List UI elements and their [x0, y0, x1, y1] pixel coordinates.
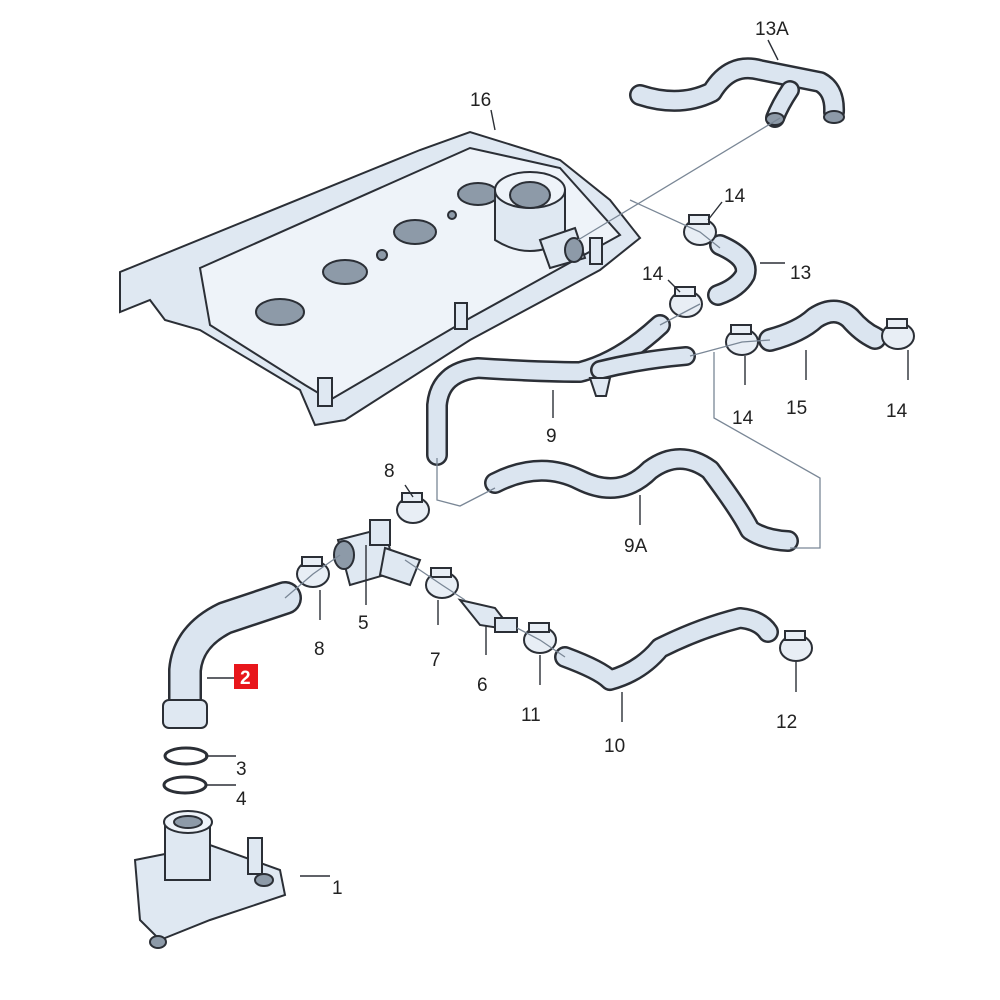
- callout-6: 6: [477, 675, 488, 696]
- callout-2: 2: [240, 668, 251, 689]
- callout-9a: 9A: [624, 536, 648, 557]
- clamp-14-c: [725, 324, 759, 356]
- callout-2-highlight: [234, 664, 258, 689]
- callout-10: 10: [604, 736, 625, 757]
- hose-13a: [629, 57, 846, 128]
- callout-3: 3: [236, 759, 247, 780]
- hose-13: [707, 234, 757, 306]
- clamp-14-b: [669, 286, 703, 318]
- leader-lines: [205, 39, 909, 877]
- callout-8-lower: 8: [314, 639, 325, 660]
- assembly-lines: [284, 117, 821, 658]
- clamp-7: [425, 567, 459, 599]
- callout-1: 1: [332, 878, 343, 899]
- t-piece-5: [333, 519, 422, 587]
- hose-9a: [484, 448, 799, 552]
- callout-7: 7: [430, 650, 441, 671]
- hose-9: [426, 314, 696, 466]
- callouts: 1 2 3 4 5 6 7 8 8 9 9A 10 11 12 13 13A 1…: [234, 19, 908, 899]
- flange-1: [133, 810, 287, 949]
- callout-14-a: 14: [724, 186, 746, 207]
- hose-2: [162, 581, 302, 729]
- callout-12: 12: [776, 712, 797, 733]
- clamp-8-upper: [396, 492, 430, 524]
- clamp-8-lower: [296, 556, 330, 588]
- hose-15: [758, 299, 887, 352]
- callout-13a: 13A: [755, 19, 789, 40]
- callout-8-upper: 8: [384, 461, 395, 482]
- callout-9: 9: [546, 426, 557, 447]
- callout-16: 16: [470, 90, 491, 111]
- valve-6: [457, 598, 518, 633]
- clamp-14-d: [881, 318, 915, 350]
- callout-4: 4: [236, 789, 247, 810]
- callout-14-d: 14: [886, 401, 908, 422]
- o-ring-3: [163, 746, 209, 766]
- o-ring-4: [162, 775, 208, 795]
- valve-cover-part: [119, 130, 642, 427]
- callout-14-b: 14: [642, 264, 664, 285]
- callout-11: 11: [521, 705, 541, 726]
- callout-15: 15: [786, 398, 807, 419]
- hose-10: [554, 607, 779, 691]
- clamp-12: [779, 630, 813, 662]
- callout-14-c: 14: [732, 408, 754, 429]
- callout-5: 5: [358, 613, 369, 634]
- clamp-11: [523, 622, 557, 654]
- callout-13: 13: [790, 263, 811, 284]
